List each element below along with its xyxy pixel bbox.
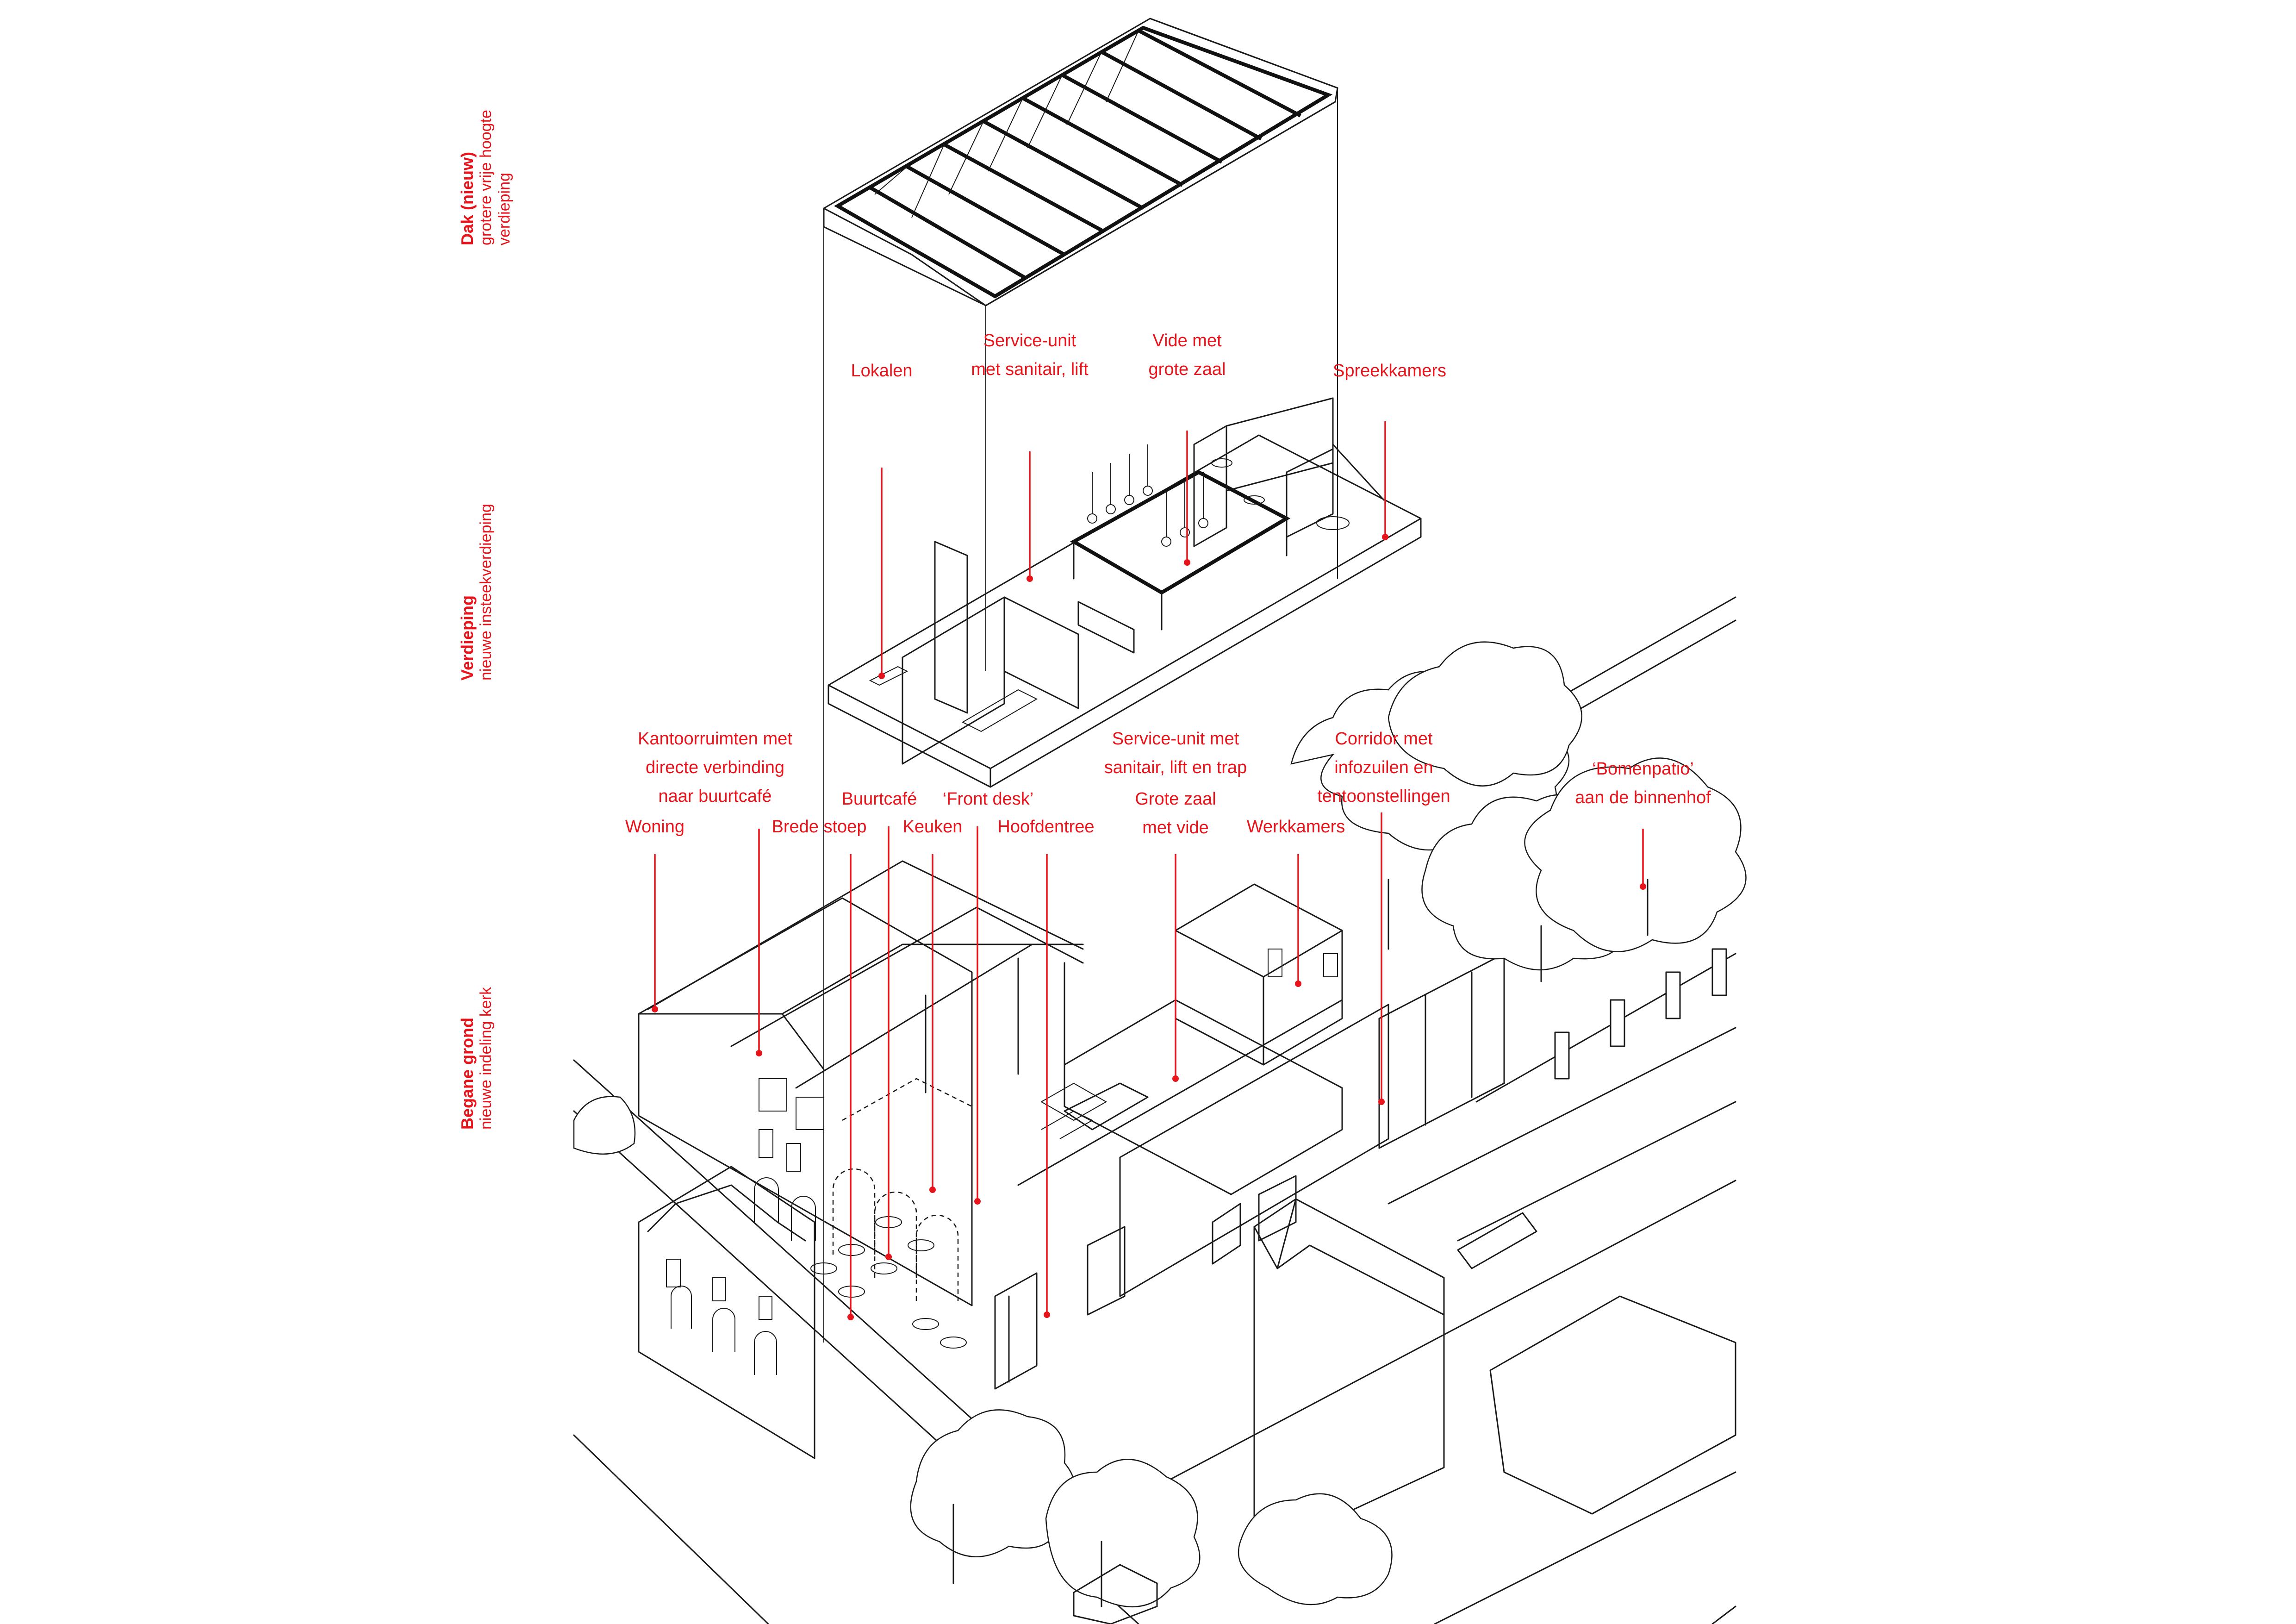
label-line: grote zaal <box>1148 360 1226 379</box>
church-arcade <box>832 1078 972 1301</box>
label-line: Brede stoep <box>772 817 867 837</box>
level-subtitle-roof-1: grotere vrije hoogte <box>477 110 495 245</box>
label-line: naar buurtcafé <box>658 787 772 806</box>
car <box>1073 1564 1158 1624</box>
label-kantoorruimten: Kantoorruimten met directe verbinding na… <box>627 725 803 811</box>
label-line: Werkkamers <box>1246 817 1345 837</box>
label-buurtcafe: Buurtcafé <box>833 785 926 813</box>
pendant-lamps <box>1087 444 1208 547</box>
label-keuken: Keuken <box>893 812 972 841</box>
label-line: met sanitair, lift <box>971 360 1089 379</box>
label-line: ‘Front desk’ <box>942 789 1034 809</box>
office-windows <box>754 1078 824 1241</box>
label-line: Service-unit <box>983 331 1076 350</box>
label-corridor: Corridor met infozuilen en tentoonstelli… <box>1296 725 1472 811</box>
leader-lines <box>652 421 1646 1320</box>
first-floor-level <box>828 397 1422 788</box>
label-line: Spreekkamers <box>1333 361 1446 381</box>
cafe-tables <box>810 1216 967 1349</box>
church-facade-openings <box>666 1259 777 1375</box>
level-heading-first-floor: Verdieping nieuwe insteekverdieping <box>458 504 495 681</box>
label-line: Woning <box>625 817 685 837</box>
trees-street <box>573 1096 1393 1608</box>
label-line: Lokalen <box>851 361 913 381</box>
label-line: met vide <box>1142 818 1209 837</box>
level-subtitle-first-floor: nieuwe insteekverdieping <box>477 504 495 681</box>
label-service-unit-trap: Service-unit met sanitair, lift en trap <box>1085 725 1266 782</box>
label-line: Corridor met <box>1335 729 1433 749</box>
label-line: Service-unit met <box>1112 729 1239 749</box>
level-subtitle-ground-floor: nieuwe indeling kerk <box>477 987 495 1130</box>
label-line: sanitair, lift en trap <box>1104 758 1247 777</box>
level-title-roof: Dak (nieuw) <box>458 151 477 245</box>
label-line: directe verbinding <box>646 758 784 777</box>
level-title-first-floor: Verdieping <box>458 595 477 681</box>
label-spreekkamers: Spreekkamers <box>1333 356 1446 385</box>
label-line: aan de binnenhof <box>1575 788 1711 807</box>
label-line: Hoofdentree <box>997 817 1095 837</box>
label-hoofdentree: Hoofdentree <box>986 812 1106 841</box>
label-line: Keuken <box>902 817 963 837</box>
level-heading-roof: Dak (nieuw) grotere vrije hoogte verdiep… <box>458 110 514 245</box>
label-grote-zaal-vide: Grote zaal met vide <box>1115 785 1236 842</box>
label-line: Grote zaal <box>1135 789 1216 809</box>
roof-level <box>823 18 1338 1343</box>
label-front-desk: ‘Front desk’ <box>933 785 1044 813</box>
label-werkkamers: Werkkamers <box>1236 812 1356 841</box>
label-bomenpatio: ‘Bomenpatio’ aan de binnenhof <box>1564 755 1722 812</box>
label-brede-stoep: Brede stoep <box>764 812 875 841</box>
label-line: Kantoorruimten met <box>638 729 792 749</box>
level-heading-ground-floor: Begane grond nieuwe indeling kerk <box>458 987 495 1130</box>
label-vide-grote-zaal: Vide met grote zaal <box>1132 326 1243 384</box>
level-subtitle-roof-2: verdieping <box>496 173 513 245</box>
label-line: infozuilen en <box>1334 758 1433 777</box>
roof-trusses <box>869 29 1301 280</box>
label-service-unit-lift: Service-unit met sanitair, lift <box>960 326 1099 384</box>
label-lokalen: Lokalen <box>847 356 916 385</box>
label-line: ‘Bomenpatio’ <box>1592 759 1694 779</box>
level-title-ground-floor: Begane grond <box>458 1017 477 1130</box>
label-line: Vide met <box>1152 331 1222 350</box>
garden-wall-posts <box>1554 948 1727 1080</box>
first-floor-furniture <box>869 458 1350 732</box>
ground-floor-level <box>573 596 1747 1624</box>
label-line: Buurtcafé <box>841 789 917 809</box>
label-line: tentoonstellingen <box>1317 787 1450 806</box>
label-woning: Woning <box>616 812 694 841</box>
trees-courtyard <box>1290 641 1747 982</box>
